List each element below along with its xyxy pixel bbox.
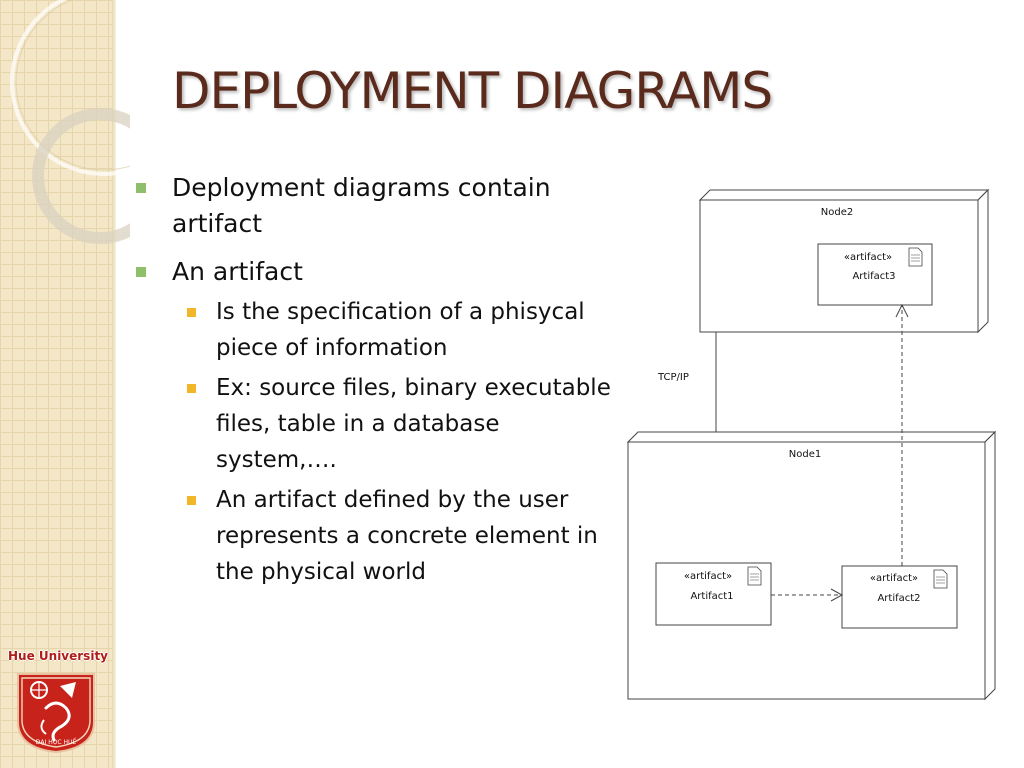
sub-bullet-text: Is the specification of a phisycal piece… xyxy=(216,299,585,361)
square-bullet-icon xyxy=(187,384,196,393)
bullet-item: Deployment diagrams contain artifact xyxy=(130,170,620,242)
connection-label: TCP/IP xyxy=(657,372,689,383)
square-bullet-icon xyxy=(136,183,146,193)
sub-bullet-item: Is the specification of a phisycal piece… xyxy=(172,294,620,366)
university-name: Hue University xyxy=(8,649,108,663)
side-panel-edge xyxy=(112,0,116,768)
node2-label: Node2 xyxy=(821,207,853,218)
sub-bullet-list: Is the specification of a phisycal piece… xyxy=(172,294,620,590)
arrowhead-icon xyxy=(895,303,909,318)
arrowhead-icon xyxy=(830,588,844,602)
sub-bullet-item: An artifact defined by the user represen… xyxy=(172,482,620,590)
square-bullet-icon xyxy=(187,308,196,317)
document-icon xyxy=(747,566,762,586)
bullet-list: Deployment diagrams contain artifact An … xyxy=(130,170,620,602)
artifact3-name: Artifact3 xyxy=(852,271,895,282)
node1-label: Node1 xyxy=(789,449,821,460)
square-bullet-icon xyxy=(136,267,146,277)
document-icon xyxy=(908,247,923,267)
university-seal: ĐẠI HỌC HUẾ xyxy=(17,673,95,754)
artifact2-stereotype: «artifact» xyxy=(870,573,918,584)
sub-bullet-text: Ex: source files, binary executable file… xyxy=(216,375,611,473)
artifact2-name: Artifact2 xyxy=(877,593,920,604)
artifact1-stereotype: «artifact» xyxy=(684,571,732,582)
artifact1-name: Artifact1 xyxy=(690,591,733,602)
deployment-diagram: Node2 «artifact» Artifact3 TCP/IP Node1 … xyxy=(626,188,997,701)
bullet-item: An artifact Is the specification of a ph… xyxy=(130,254,620,590)
decorative-circles xyxy=(10,0,130,244)
sub-bullet-item: Ex: source files, binary executable file… xyxy=(172,370,620,478)
document-icon xyxy=(933,569,948,589)
artifact3-stereotype: «artifact» xyxy=(844,252,892,263)
slide-title: DEPLOYMENT DIAGRAMS xyxy=(172,62,773,120)
sub-bullet-text: An artifact defined by the user represen… xyxy=(216,487,598,585)
bullet-text: Deployment diagrams contain artifact xyxy=(172,173,551,238)
square-bullet-icon xyxy=(187,496,196,505)
bullet-text: An artifact xyxy=(172,257,303,286)
seal-text: ĐẠI HỌC HUẾ xyxy=(36,738,77,746)
